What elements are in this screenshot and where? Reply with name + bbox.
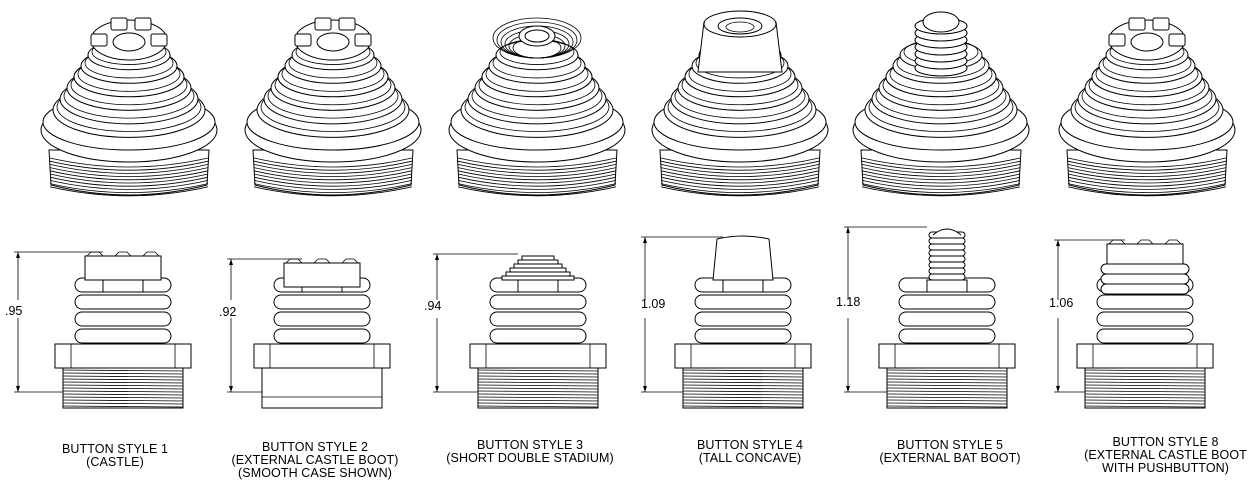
caption-style-5-name: BUTTON STYLE 5 xyxy=(896,438,1004,452)
dimension-line-4 xyxy=(641,236,723,393)
isometric-views xyxy=(40,10,1236,197)
caption-style-3: BUTTON STYLE 3 (SHORT DOUBLE STADIUM) xyxy=(440,439,620,465)
height-dimension-4: 1.09 xyxy=(641,297,666,311)
isometric-view-1 xyxy=(40,17,218,197)
height-dimension-6: 1.06 xyxy=(1049,296,1074,310)
caption-style-4-desc: (TALL CONCAVE) xyxy=(698,451,802,465)
caption-style-1: BUTTON STYLE 1 (CASTLE) xyxy=(55,443,175,469)
caption-style-8-desc: (EXTERNAL CASTLE BOOT xyxy=(1084,448,1247,462)
height-dimension-3: .94 xyxy=(424,299,442,313)
caption-style-8-name: BUTTON STYLE 8 xyxy=(1112,435,1219,449)
caption-style-1-desc: (CASTLE) xyxy=(86,455,144,469)
side-view-2 xyxy=(227,258,391,409)
height-dimension-1: .95 xyxy=(5,304,23,318)
caption-style-2-name: BUTTON STYLE 2 xyxy=(261,440,369,454)
isometric-view-5 xyxy=(852,11,1030,197)
isometric-view-4 xyxy=(651,10,829,197)
dimension-line-5 xyxy=(844,226,927,393)
caption-style-4: BUTTON STYLE 4 (TALL CONCAVE) xyxy=(685,439,815,465)
height-dimension-2: .92 xyxy=(219,305,237,319)
isometric-view-3 xyxy=(448,17,626,197)
height-dimension-5: 1.18 xyxy=(836,295,861,309)
side-view-4 xyxy=(641,235,812,409)
dimension-line-6 xyxy=(1054,239,1125,393)
side-view-6 xyxy=(1054,239,1214,409)
dimension-line-2 xyxy=(227,258,302,393)
caption-style-3-desc: (SHORT DOUBLE STADIUM) xyxy=(446,451,614,465)
caption-style-2-desc: (EXTERNAL CASTLE BOOT) xyxy=(231,453,399,467)
caption-style-5-desc: (EXTERNAL BAT BOOT) xyxy=(879,451,1021,465)
caption-style-8: BUTTON STYLE 8 (EXTERNAL CASTLE BOOT WIT… xyxy=(1078,436,1253,475)
caption-style-1-name: BUTTON STYLE 1 xyxy=(61,442,169,456)
isometric-view-2 xyxy=(244,17,422,197)
side-view-1 xyxy=(14,251,192,409)
caption-style-2: BUTTON STYLE 2 (EXTERNAL CASTLE BOOT) (S… xyxy=(225,441,405,480)
caption-style-4-name: BUTTON STYLE 4 xyxy=(696,438,804,452)
caption-style-2-desc2: (SMOOTH CASE SHOWN) xyxy=(238,466,392,480)
side-view-5 xyxy=(844,226,1016,409)
caption-style-3-name: BUTTON STYLE 3 xyxy=(476,438,584,452)
caption-style-8-desc2: WITH PUSHBUTTON) xyxy=(1101,461,1230,475)
side-views xyxy=(14,226,1214,409)
dimension-line-1 xyxy=(14,251,103,393)
dimension-line-3 xyxy=(433,253,518,393)
side-view-3 xyxy=(433,253,607,409)
caption-style-5: BUTTON STYLE 5 (EXTERNAL BAT BOOT) xyxy=(865,439,1035,465)
isometric-view-6 xyxy=(1058,17,1236,197)
